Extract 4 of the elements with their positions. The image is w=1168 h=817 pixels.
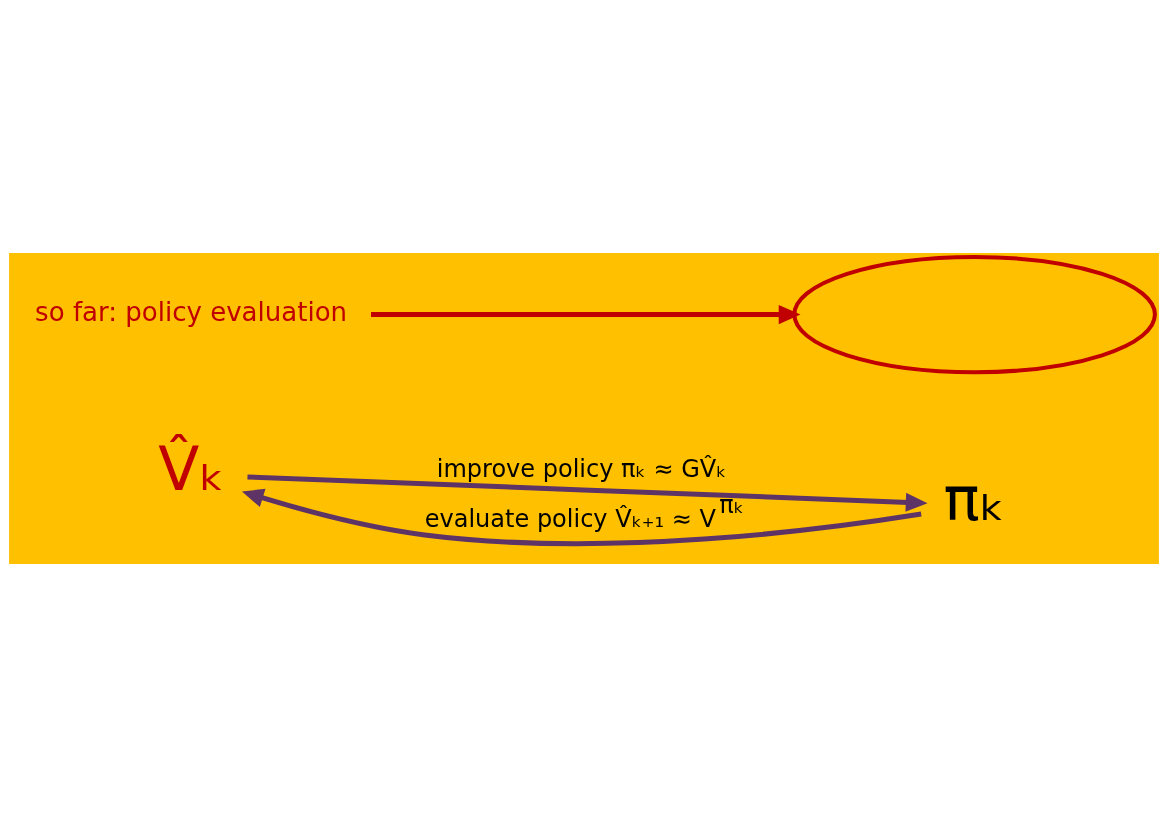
node-text: so far: policy evaluation [35,296,348,327]
node-text: V̂ₖ [158,433,225,504]
node-text: πₖ [943,463,1006,534]
edge-label: improve policy πₖ ≈ GV̂ₖ [436,455,727,484]
